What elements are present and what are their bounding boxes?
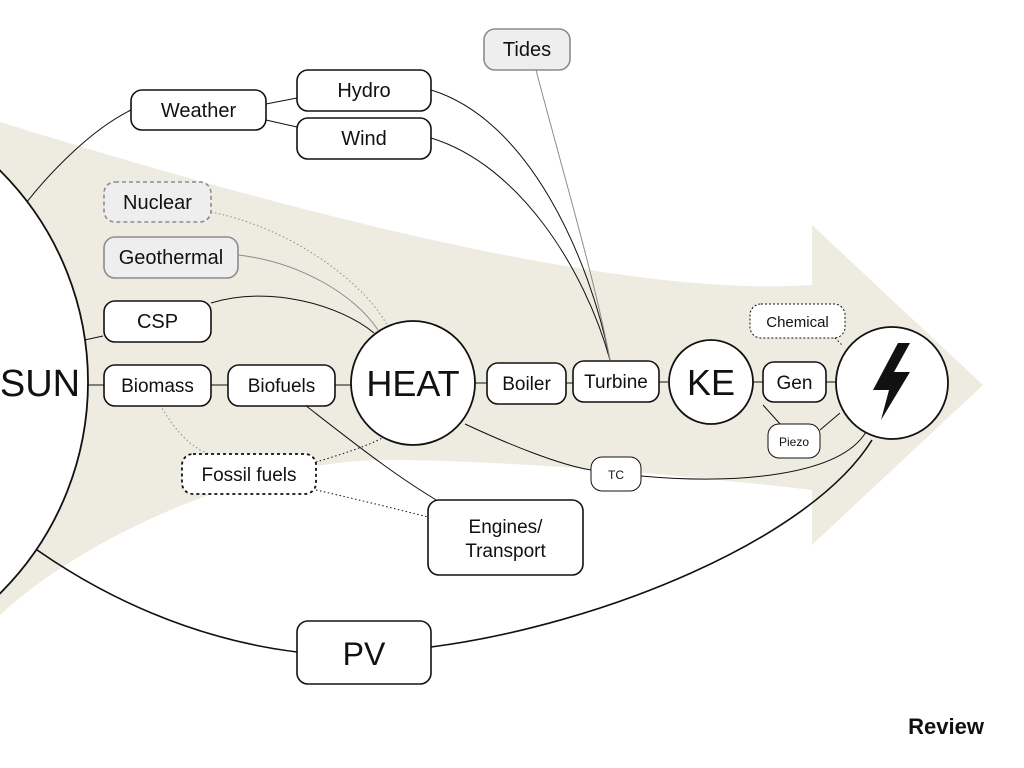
review-label: Review xyxy=(908,714,984,739)
node-csp: CSP xyxy=(103,300,212,343)
node-tc: TC xyxy=(590,456,642,492)
hydro-label: Hydro xyxy=(337,80,390,102)
pv-label: PV xyxy=(343,636,386,672)
csp-label: CSP xyxy=(137,311,178,333)
node-electricity xyxy=(835,326,949,440)
wind-label: Wind xyxy=(341,128,387,150)
weather-label: Weather xyxy=(161,100,237,122)
node-chemical: Chemical xyxy=(749,303,846,339)
biomass-label: Biomass xyxy=(121,376,194,397)
node-sun: SUN xyxy=(0,169,89,595)
node-ke: KE xyxy=(668,339,754,425)
node-biofuels: Biofuels xyxy=(227,364,336,407)
boiler-label: Boiler xyxy=(502,374,551,395)
engines-label-line1: Engines/ xyxy=(469,517,544,538)
node-tides: Tides xyxy=(483,28,571,71)
turbine-label: Turbine xyxy=(584,372,648,393)
heat-label: HEAT xyxy=(366,363,459,404)
node-geothermal: Geothermal xyxy=(103,236,239,279)
engines-label-line2: Transport xyxy=(465,541,546,562)
node-engines-transport: Engines/ Transport xyxy=(427,499,584,576)
node-wind: Wind xyxy=(296,117,432,160)
node-pv: PV xyxy=(296,620,432,685)
node-gen: Gen xyxy=(762,361,827,403)
node-boiler: Boiler xyxy=(486,362,567,405)
tides-label: Tides xyxy=(503,39,551,61)
node-weather: Weather xyxy=(130,89,267,131)
node-hydro: Hydro xyxy=(296,69,432,112)
geothermal-label: Geothermal xyxy=(119,247,224,269)
chemical-label: Chemical xyxy=(766,314,829,331)
piezo-label: Piezo xyxy=(779,435,809,449)
tc-label: TC xyxy=(608,468,624,482)
sun-label: SUN xyxy=(0,363,80,405)
nuclear-label: Nuclear xyxy=(123,192,192,214)
node-heat: HEAT xyxy=(350,320,476,446)
fossil-fuels-label: Fossil fuels xyxy=(201,465,296,486)
node-piezo: Piezo xyxy=(767,423,821,459)
node-biomass: Biomass xyxy=(103,364,212,407)
ke-label: KE xyxy=(687,362,735,403)
connectors xyxy=(7,69,873,653)
node-nuclear: Nuclear xyxy=(103,181,212,223)
node-fossil-fuels: Fossil fuels xyxy=(181,453,317,495)
lightning-bolt-icon xyxy=(873,343,910,420)
gen-label: Gen xyxy=(777,373,813,394)
node-turbine: Turbine xyxy=(572,360,660,403)
biofuels-label: Biofuels xyxy=(248,376,316,397)
